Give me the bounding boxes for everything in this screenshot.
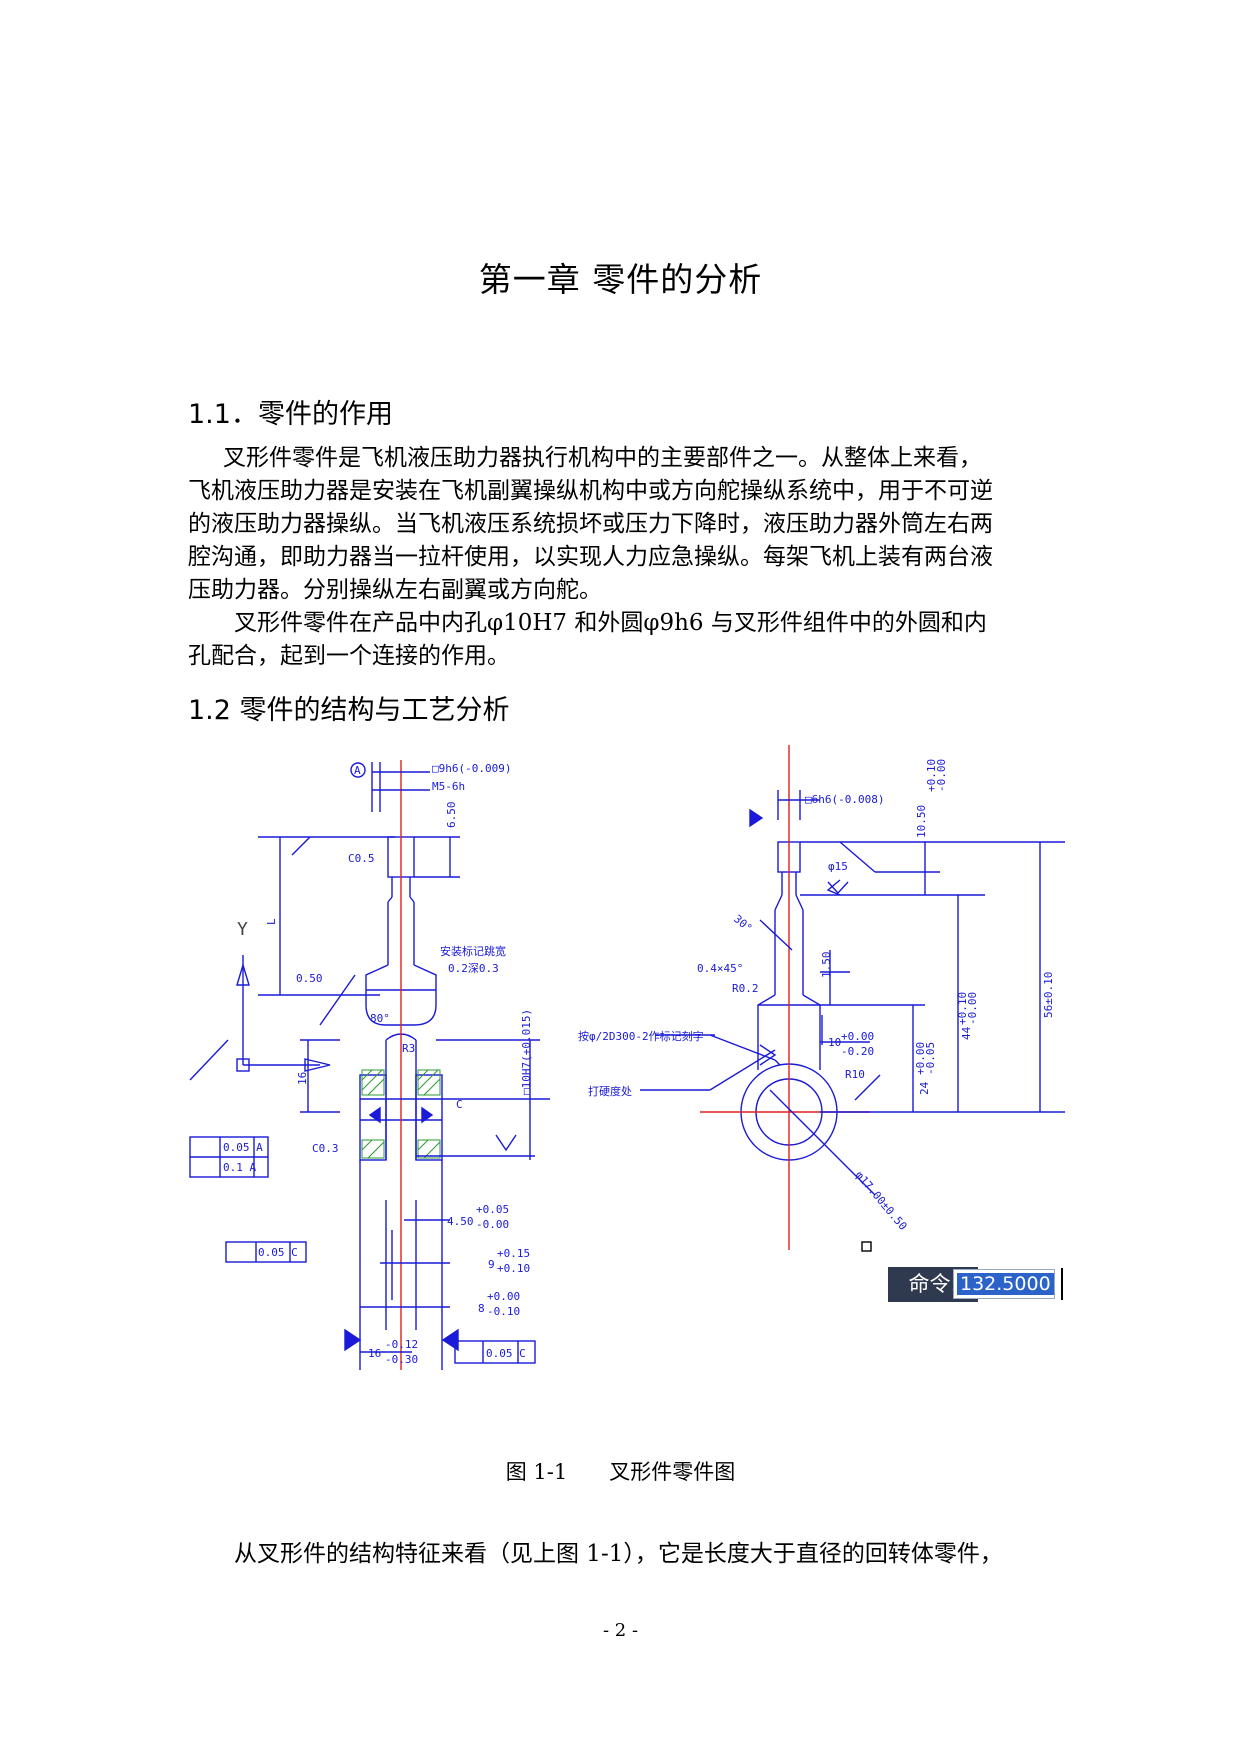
paragraph-line: 叉形件零件是飞机液压助力器执行机构中的主要部件之一。从整体上来看，	[223, 445, 982, 471]
paragraph-line: 的液压助力器操纵。当飞机液压系统损坏或压力下降时，液压助力器外筒左右两	[188, 511, 993, 537]
dim-label: -0.12	[385, 1338, 418, 1351]
dim-label: 16	[296, 1072, 309, 1085]
paragraph-line: 飞机液压助力器是安装在飞机副翼操纵机构中或方向舵操纵系统中，用于不可逆	[188, 478, 993, 504]
paragraph-line: 腔沟通，即助力器当一拉杆使用，以实现人力应急操纵。每架飞机上装有两台液	[188, 544, 993, 570]
note-label: 安装标记跳宽	[440, 944, 506, 958]
note-label: 打硬度处	[588, 1084, 632, 1098]
dim-label: □9h6(-0.009)	[432, 762, 511, 775]
paragraph-line: 叉形件零件在产品中内孔φ10H7 和外圆φ9h6 与叉形件组件中的外圆和内	[234, 610, 987, 636]
dim-label: -0.00	[476, 1218, 509, 1231]
dim-label: 10	[828, 1036, 841, 1049]
dim-label: 6.50	[445, 802, 458, 829]
tolerance-frame: 0.1 A	[223, 1161, 256, 1174]
dim-label: □6h6(-0.008)	[805, 793, 884, 806]
tolerance-frame: 0.05 C	[258, 1246, 298, 1259]
dim-label: +0.10	[956, 992, 969, 1025]
section-heading-1-2: 1.2 零件的结构与工艺分析	[188, 695, 510, 726]
dim-label: 1.50	[820, 952, 833, 979]
dim-label: -0.00	[935, 759, 948, 792]
dim-label: -0.10	[487, 1305, 520, 1318]
dim-label: φ15	[828, 860, 848, 873]
dim-label: R3	[402, 1042, 415, 1055]
dim-label: 44	[960, 1026, 973, 1040]
dim-label: -0.00	[966, 992, 979, 1025]
dim-label: -0.05	[924, 1042, 937, 1075]
dim-label: +0.10	[925, 759, 938, 792]
dim-label: 4.50	[447, 1215, 474, 1228]
dim-label: +0.00	[841, 1030, 874, 1043]
dim-label: +0.00	[487, 1290, 520, 1303]
note-label: 按φ/2D300-2作标记刻字	[578, 1029, 704, 1043]
dim-label: C0.5	[348, 852, 375, 865]
dim-label: 56±0.10	[1042, 972, 1055, 1018]
axis-y-label: Y	[237, 919, 248, 940]
dim-label: 80°	[370, 1012, 390, 1025]
dim-label: 10.50	[915, 805, 928, 838]
paragraph-line: 孔配合，起到一个连接的作用。	[188, 643, 510, 669]
dim-label: φ17.00±0.50	[853, 1169, 910, 1233]
dim-label: 24	[918, 1081, 931, 1095]
command-input[interactable]: 132.5000	[953, 1269, 1055, 1299]
dim-label: 8	[478, 1302, 485, 1315]
dim-label: 0.50	[296, 972, 323, 985]
dim-label: M5-6h	[432, 780, 465, 793]
paragraph-line: 从叉形件的结构特征来看（见上图 1-1），它是长度大于直径的回转体零件，	[234, 1541, 1003, 1567]
text-cursor	[1061, 1268, 1063, 1300]
paragraph-fit: 叉形件零件在产品中内孔φ10H7 和外圆φ9h6 与叉形件组件中的外圆和内 孔配…	[188, 607, 1048, 673]
paragraph-purpose: 叉形件零件是飞机液压助力器执行机构中的主要部件之一。从整体上来看， 飞机液压助力…	[188, 442, 1048, 607]
dim-label: □10H7(+0.015)	[520, 1009, 533, 1095]
part-drawing: A □9h6(-0.009) M5-6h 6.50 C0.5 Y L 0.50 …	[189, 745, 1065, 1370]
chapter-title: 第一章 零件的分析	[478, 260, 763, 299]
left-view-outline	[359, 836, 443, 1161]
tolerance-frame: 0.05 C	[486, 1347, 526, 1360]
dim-label: -0.30	[385, 1353, 418, 1366]
dim-label: +0.05	[476, 1203, 509, 1216]
dim-label: 16	[368, 1347, 381, 1360]
paragraph-line: 压助力器。分别操纵左右副翼或方向舵。	[188, 577, 602, 603]
section-heading-1-1: 1.1．零件的作用	[188, 399, 393, 430]
datum-a-label: A	[354, 764, 361, 777]
note-label: 0.2深0.3	[448, 962, 499, 975]
figure-caption: 图 1-1 叉形件零件图	[505, 1460, 736, 1484]
dim-label: 9	[488, 1258, 495, 1271]
paragraph-structure: 从叉形件的结构特征来看（见上图 1-1），它是长度大于直径的回转体零件，	[188, 1538, 1048, 1571]
dim-label: R10	[845, 1068, 865, 1081]
command-value: 132.5000	[957, 1273, 1054, 1295]
tolerance-frame: 0.05 A	[223, 1141, 263, 1154]
dim-label: 0.4×45°	[697, 962, 743, 975]
dim-label: C0.3	[312, 1142, 339, 1155]
dim-label: +0.00	[914, 1042, 927, 1075]
dim-label: +0.10	[497, 1262, 530, 1275]
page-number: - 2 -	[602, 1620, 639, 1641]
dim-label: -0.20	[841, 1045, 874, 1058]
dim-label: 30°	[731, 912, 755, 935]
dim-label: R0.2	[732, 982, 759, 995]
dim-label: +0.15	[497, 1247, 530, 1260]
datum-c-label: C	[456, 1098, 463, 1111]
dim-label: L	[265, 918, 278, 925]
